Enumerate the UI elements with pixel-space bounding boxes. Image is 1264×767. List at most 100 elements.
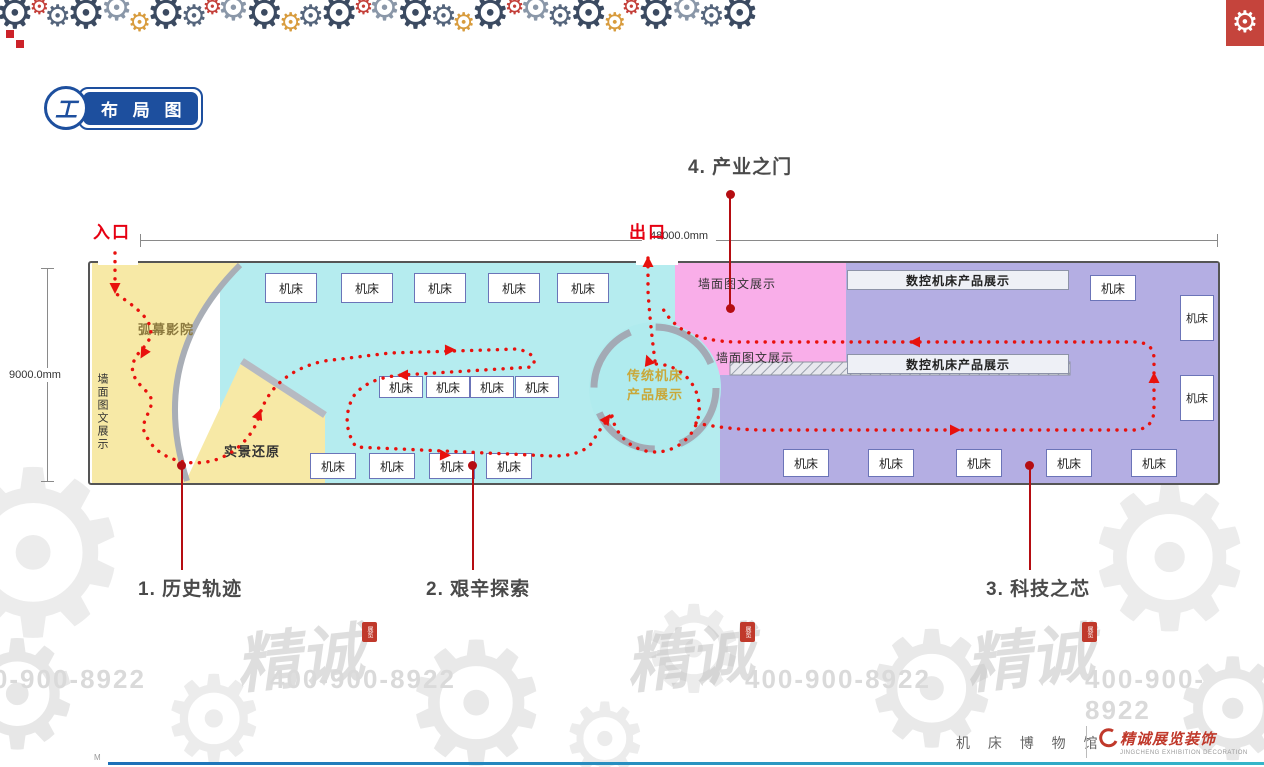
wall-display-pink-mid-label: 墙面图文展示: [716, 351, 795, 365]
floor-plan: 机床 机床 机床 机床 机床 机床 机床 机床 机床 机床 机床 机床 机床 机…: [88, 251, 1220, 485]
gear-icon: ⚙: [670, 0, 703, 28]
brand-watermark: 精诚: [622, 615, 758, 704]
phone-watermark: 400-900-8922: [0, 664, 146, 694]
gear-icon: ⚙: [244, 0, 284, 38]
gear-icon: ⚙: [452, 7, 476, 37]
callout-dot: [177, 461, 186, 470]
width-dimension: 48000.0mm: [140, 230, 1218, 247]
gear-icon: ⚙: [395, 0, 436, 38]
machine-box: 机床: [515, 376, 559, 398]
gear-icon: ⚙: [560, 684, 650, 767]
gear-icon: ⚙: [430, 0, 458, 33]
gear-border: ⚙⚙⚙⚙⚙⚙⚙⚙⚙⚙⚙⚙⚙⚙⚙⚙⚙⚙⚙⚙⚙⚙⚙⚙⚙⚙⚙⚙⚙⚙⚙: [0, 0, 1264, 46]
gear-icon: ⚙: [297, 0, 325, 33]
machine-box: 机床: [369, 453, 415, 479]
callout-dot: [468, 461, 477, 470]
gear-icon: ⚙: [353, 0, 374, 19]
exit-label: 出口: [629, 223, 667, 242]
gear-icon: ⚙: [504, 0, 525, 19]
machine-box: 机床: [956, 449, 1002, 477]
machine-box: 机床: [310, 453, 356, 479]
red-square-decoration: [16, 40, 24, 48]
seal-stamp: 展览: [740, 622, 755, 642]
gear-icon: ⚙: [719, 0, 760, 38]
machine-box: 机床: [1090, 275, 1136, 301]
wall-display-pink-top-label: 墙面图文展示: [698, 277, 777, 291]
machine-box: 机床: [414, 273, 466, 303]
cnc-display-mid: 数控机床产品展示: [847, 354, 1069, 374]
machine-box: 机床: [1046, 449, 1092, 477]
brand-logo: 精诚展览装饰 JINGCHENG EXHIBITION DECORATION: [1098, 728, 1248, 756]
callout-line: [181, 466, 183, 570]
brand-logo-icon: [1099, 728, 1118, 748]
height-value: 9000.0mm: [7, 368, 63, 382]
exit-gap: [636, 260, 678, 265]
gear-icon: ⚙: [278, 7, 303, 37]
corner-mark: M: [94, 753, 101, 762]
width-value: 48000.0mm: [641, 230, 717, 242]
machine-box: 机床: [783, 449, 829, 477]
callout-dot: [1025, 461, 1034, 470]
badge-title: 布 局 图: [83, 91, 199, 125]
arc-cinema-label: 弧幕影院: [138, 322, 195, 337]
gear-icon: ⚙: [202, 0, 223, 19]
gear-icon: ⚙: [29, 0, 50, 19]
footer-divider: [1086, 726, 1087, 758]
seal-stamp: 展览: [1082, 622, 1097, 642]
brand-name: 精诚展览装饰: [1120, 731, 1217, 748]
callout-dot: [726, 304, 735, 313]
scene-restore-label: 实景还原: [224, 444, 281, 459]
phone-watermark: 400-900-8922: [745, 664, 931, 694]
gear-icon: ⚙: [621, 0, 642, 19]
dimension-tick: [1217, 234, 1218, 247]
callout-line: [1029, 466, 1031, 570]
callout-line: [472, 466, 474, 570]
machine-box: 机床: [265, 273, 317, 303]
gear-icon: ⚙: [546, 0, 574, 33]
entrance-label: 入口: [93, 223, 131, 242]
gear-icon: ⚙: [1080, 448, 1260, 671]
callout-history-track: 1. 历史轨迹: [138, 579, 243, 600]
red-square-decoration: [6, 30, 14, 38]
gear-icon: ⚙: [44, 0, 72, 33]
height-dimension: 9000.0mm: [7, 268, 63, 482]
gear-icon: ⚙: [217, 0, 250, 28]
brand-text-block: 精诚展览装饰 JINGCHENG EXHIBITION DECORATION: [1120, 728, 1248, 756]
dimension-tick: [41, 481, 54, 482]
gear-icon: ⚙: [180, 0, 208, 33]
gear-icon: ⚙: [470, 0, 510, 38]
gear-icon: ⚙: [0, 611, 85, 767]
callout-hard-exploration: 2. 艰辛探索: [426, 579, 531, 600]
logo-icon: 工: [44, 86, 88, 130]
cnc-display-top: 数控机床产品展示: [847, 270, 1069, 290]
gear-icon: ⚙: [1170, 631, 1264, 767]
gear-icon: ⚙: [636, 0, 676, 38]
machine-box: 机床: [341, 273, 393, 303]
gear-icon: ⚙: [100, 0, 133, 28]
gear-icon: ⚙: [66, 0, 106, 38]
gear-icon: ⚙: [519, 0, 552, 28]
brand-watermark: 精诚: [962, 615, 1098, 704]
machine-box: 机床: [470, 376, 514, 398]
machine-box: 机床: [426, 376, 470, 398]
phone-watermark: 400-900-8922: [270, 664, 456, 694]
machine-box: 机床: [1131, 449, 1177, 477]
bottom-accent-line: [108, 762, 1264, 765]
gear-icon: ⚙: [400, 610, 553, 767]
gear-icon: ⚙: [127, 7, 152, 37]
gear-icon: ⚙: [1231, 6, 1259, 39]
callout-tech-core: 3. 科技之芯: [986, 579, 1091, 600]
machine-box: 机床: [488, 273, 540, 303]
gear-icon: ⚙: [368, 0, 401, 28]
gear-icon: ⚙: [697, 0, 725, 33]
callout-industry-gate: 4. 产业之门: [688, 157, 793, 178]
machine-box: 机床: [557, 273, 609, 303]
circle-label-line1: 传统机床: [626, 368, 683, 383]
machine-box: 机床: [1180, 295, 1214, 341]
machine-box: 机床: [868, 449, 914, 477]
circle-label-line2: 产品展示: [626, 386, 683, 402]
layout-badge: 工 布 局 图: [44, 86, 204, 130]
wall-display-left-label: 墙面图文展示: [96, 373, 108, 451]
machine-box: 机床: [1180, 375, 1214, 421]
